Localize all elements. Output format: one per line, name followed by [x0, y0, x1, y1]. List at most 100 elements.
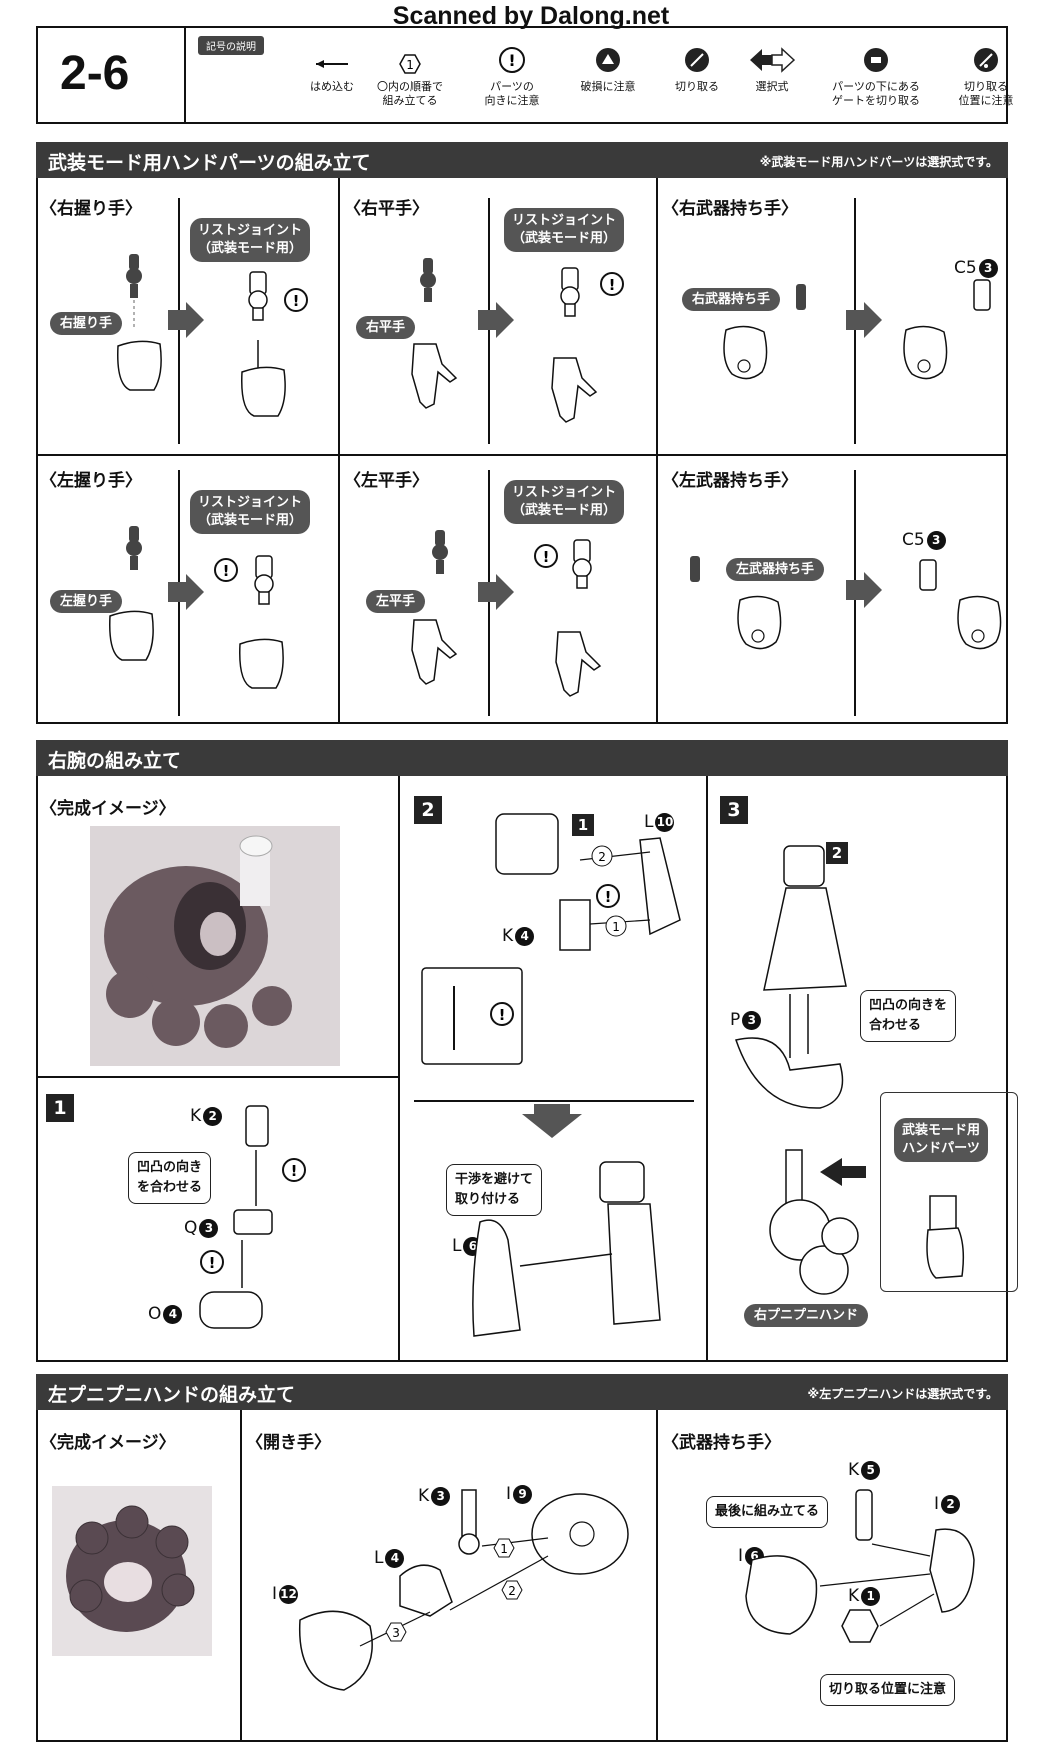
step-number: 2-6: [60, 47, 130, 100]
note-line: 凹凸の向きを: [869, 998, 948, 1013]
joint-sub: （武装モード用）: [198, 241, 303, 256]
svg-text:!: !: [605, 888, 612, 906]
legend-label-4: 破損に注意: [580, 80, 636, 93]
ref-num: 4: [515, 926, 535, 946]
section3-note: ※左プニプニハンドは選択式です。: [807, 1387, 998, 1401]
note-line: 干渉を避けて: [455, 1172, 534, 1187]
ref-letter: I: [934, 1494, 940, 1514]
ref-num: 5: [861, 1460, 881, 1480]
joint-pill-1: リストジョイント （武装モード用）: [190, 218, 311, 262]
ref-num: 9: [513, 1484, 533, 1504]
part-pill-left-weapon: 左武器持ち手: [726, 558, 825, 581]
hexagon-number-icon: 1: [399, 54, 421, 74]
ref-num: 4: [385, 1548, 405, 1568]
legend-label-6: 選択式: [755, 80, 789, 93]
ref-letter: I: [506, 1484, 512, 1504]
s2-vline-1: [398, 776, 400, 1362]
s3-vline-2: [656, 1410, 658, 1742]
ref-num: 3: [199, 1218, 219, 1238]
legend-label-3b: 向きに注意: [484, 94, 540, 107]
s3-weapon-title: 〈武器持ち手〉: [662, 1433, 781, 1453]
pill-line: ハンドパーツ: [902, 1141, 980, 1156]
cell-title-left-flat: 〈左平手〉: [344, 471, 429, 491]
svg-text:2: 2: [508, 1584, 516, 1598]
pill-line: 武装モード用: [902, 1123, 981, 1138]
ref-num: 12: [279, 1584, 299, 1604]
svg-text:1: 1: [406, 58, 414, 72]
legend-label-5: 切り取る: [675, 80, 719, 93]
s1-hline: [36, 454, 1008, 456]
ref-num: 3: [978, 258, 998, 278]
ref-letter: I: [272, 1584, 278, 1604]
joint-pill-4: リストジョイント（武装モード用）: [504, 480, 625, 524]
s2-step2-ref-box: 1: [572, 814, 594, 836]
joint-pill-2: リストジョイント（武装モード用）: [504, 208, 625, 252]
section2-title: 右腕の組み立て: [48, 750, 182, 772]
section3-title: 左プニプニハンドの組み立て: [48, 1384, 296, 1406]
step3-marker: 3: [720, 796, 748, 824]
step2-marker: 2: [414, 796, 442, 824]
s2-vline-2: [706, 776, 708, 1362]
select-arrows-icon: [750, 47, 796, 73]
s2-step1-note: 凹凸の向きを合わせる: [128, 1152, 212, 1204]
ref-letter: K: [848, 1460, 860, 1480]
cut-position-icon: [974, 48, 998, 72]
ref-letter: Q: [184, 1218, 198, 1238]
joint-sub: （武装モード用）: [198, 513, 303, 528]
legend-title: 記号の説明: [198, 36, 264, 55]
s3-vline-1: [240, 1410, 242, 1742]
part-pill-right-weapon: 右武器持ち手: [682, 288, 781, 311]
section1-bar: 武装モード用ハンドパーツの組み立て ※武装モード用ハンドパーツは選択式です。: [36, 142, 1008, 178]
section1-illustrations: !: [109, 254, 1002, 697]
ref-letter: K: [190, 1106, 202, 1126]
part-pill-right-grip: 右握り手: [50, 312, 123, 335]
step1-marker: 1: [46, 1094, 74, 1122]
legend-label-3a: パーツの: [490, 80, 534, 93]
joint-label: リストジョイント: [512, 485, 617, 500]
legend-label-1: はめ込む: [310, 80, 354, 93]
svg-text:!: !: [499, 1006, 506, 1024]
svg-text:2: 2: [598, 850, 606, 864]
ref-num: 3: [926, 530, 946, 550]
ref-letter: P: [730, 1010, 741, 1030]
section3-bar: 左プニプニハンドの組み立て ※左プニプニハンドは選択式です。: [36, 1374, 1008, 1410]
ref-box: 1: [572, 814, 594, 836]
svg-text:3: 3: [392, 1626, 400, 1640]
legend-label-2b: 組み立てる: [382, 94, 438, 107]
joint-label: リストジョイント: [512, 213, 617, 228]
s3-note-cut: 切り取る位置に注意: [820, 1674, 956, 1706]
ref-num: 2: [941, 1494, 961, 1514]
joint-label: リストジョイント: [198, 495, 303, 510]
cell-title-right-flat: 〈右平手〉: [344, 199, 429, 219]
s2-step3-note: 凹凸の向きを合わせる: [860, 990, 957, 1042]
ref-letter: C5: [902, 530, 925, 550]
s2-step3-ref-box: 2: [826, 842, 848, 864]
part-pill-right-flat: 右平手: [356, 316, 416, 339]
joint-label: リストジョイント: [198, 223, 303, 238]
ref-num: 2: [203, 1106, 223, 1126]
cut-under-gate-icon: [864, 48, 888, 72]
note-line: 凹凸の向き: [137, 1160, 203, 1175]
note-line: 合わせる: [869, 1018, 922, 1033]
section2-bar: 右腕の組み立て: [36, 740, 1008, 776]
ref-letter: L: [374, 1548, 384, 1568]
note-line: を合わせる: [137, 1180, 203, 1195]
arrow-left-icon: [316, 60, 348, 68]
svg-text:!: !: [209, 1254, 216, 1272]
ref-letter: C5: [954, 258, 977, 278]
legend-icons: 1 !: [316, 47, 998, 74]
right-arm-photo: [90, 826, 340, 1066]
watermark-text: Scanned by Dalong.net: [392, 2, 670, 30]
s3-note-last: 最後に組み立てる: [706, 1496, 829, 1528]
